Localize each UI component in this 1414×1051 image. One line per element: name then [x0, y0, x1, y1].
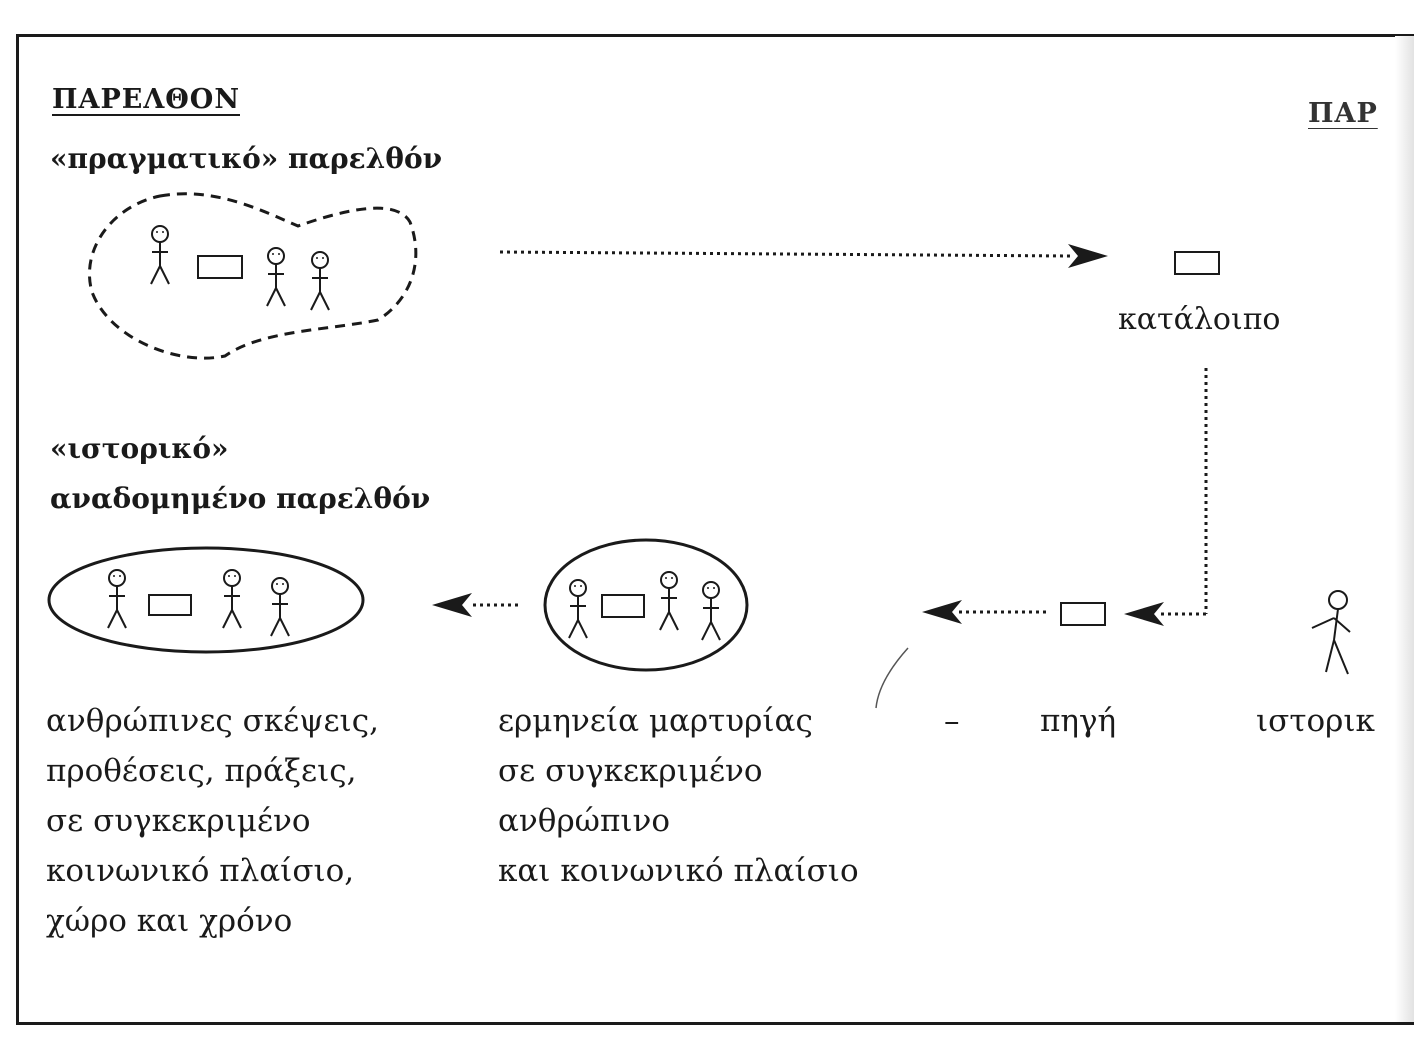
caption-line: σε συγκεκριμένο — [498, 753, 763, 789]
caption-line: κοινωνικό πλαίσιο, — [46, 853, 355, 889]
arrowhead-icon — [1068, 244, 1108, 268]
caption-line: χώρο και χρόνο — [46, 903, 293, 939]
object-icon — [197, 255, 243, 279]
label-remnant: κατάλοιπο — [1118, 302, 1281, 337]
heading-present-cut: ΠΑΡ — [1308, 98, 1378, 129]
caption-line: και κοινωνικό πλαίσιο — [498, 853, 859, 889]
frame-left-border — [16, 34, 19, 1025]
interpretation-ellipse — [543, 538, 749, 672]
reconstructed-past-ellipse — [47, 546, 365, 654]
person-icon — [222, 569, 242, 629]
real-past-blob-outline — [87, 192, 418, 360]
label-historian-cut: ιστορικ — [1256, 703, 1375, 739]
arrow-to-remnant — [499, 250, 1071, 258]
frame-top-border — [16, 34, 1414, 37]
person-icon — [701, 581, 721, 641]
pen-mark — [875, 647, 909, 709]
person-icon — [150, 225, 170, 285]
label-historical: «ιστορικό» — [50, 432, 229, 465]
label-source: πηγή — [1040, 703, 1117, 739]
label-real-past: «πραγματικό» παρελθόν — [50, 142, 443, 175]
label-reconstructed-past: αναδομημένο παρελθόν — [50, 482, 431, 515]
remnant-object-icon — [1174, 251, 1220, 275]
caption-line: ανθρώπινες σκέψεις, — [46, 703, 379, 739]
object-icon — [148, 594, 192, 616]
object-icon — [601, 594, 645, 618]
person-icon — [659, 571, 679, 631]
arrowhead-icon — [432, 593, 472, 617]
person-icon — [270, 577, 290, 637]
person-icon — [568, 579, 588, 639]
caption-human-context: ανθρώπινες σκέψεις, προθέσεις, πράξεις, … — [46, 696, 379, 946]
person-icon — [107, 569, 127, 629]
caption-line: σε συγκεκριμένο — [46, 803, 311, 839]
historian-figure-icon — [1311, 590, 1351, 675]
dash-separator: – — [944, 703, 960, 739]
caption-line: προθέσεις, πράξεις, — [46, 753, 357, 789]
source-object-icon — [1060, 602, 1106, 626]
caption-line: ερμηνεία μαρτυρίας — [498, 703, 813, 739]
heading-past: ΠΑΡΕΛΘΟΝ — [52, 84, 240, 115]
page-edge-shadow — [1395, 36, 1414, 1022]
arrowhead-icon — [1124, 602, 1164, 626]
caption-interpretation: ερμηνεία μαρτυρίας σε συγκεκριμένο ανθρώ… — [498, 696, 859, 896]
person-icon — [266, 247, 286, 307]
person-icon — [310, 251, 330, 311]
caption-line: ανθρώπινο — [498, 803, 670, 839]
arrowhead-icon — [922, 600, 962, 624]
frame-bottom-border — [16, 1022, 1414, 1025]
